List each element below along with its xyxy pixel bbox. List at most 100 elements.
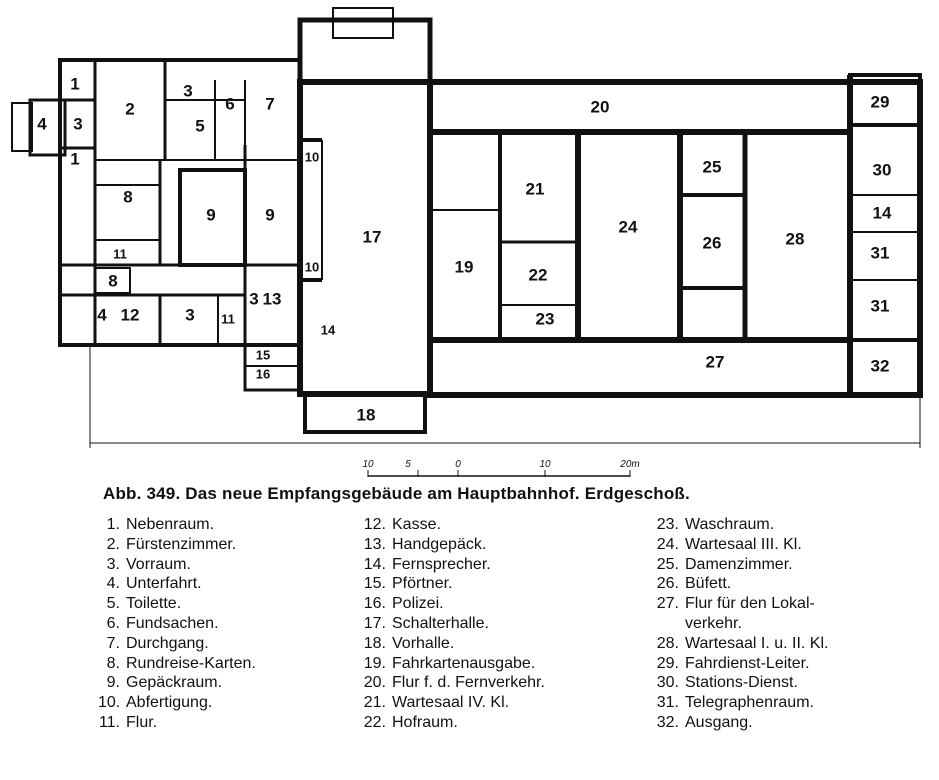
room-label: 19	[455, 257, 474, 276]
room-label: 30	[873, 160, 892, 179]
room-label: 3	[73, 114, 82, 133]
scale-label: 0	[455, 459, 461, 470]
legend-label: Kasse.	[392, 516, 441, 533]
legend-item: 19.Fahrkartenausgabe.	[362, 654, 545, 674]
room-label: 14	[873, 203, 892, 222]
legend-number: 16.	[363, 595, 386, 613]
legend-label: Gepäckraum.	[126, 674, 223, 692]
legend-item: 4.Unterfahrt.	[98, 574, 256, 594]
legend-label: Fürstenzimmer.	[126, 535, 237, 553]
legend-item: 26. Büfett.	[655, 574, 828, 594]
legend-number: 24.	[656, 535, 679, 553]
legend-label: Telegraphenraum.	[685, 694, 814, 712]
room-label: 14	[321, 322, 336, 337]
legend-number: 23.	[656, 516, 679, 533]
room-label: 15	[256, 347, 270, 362]
legend-number: 19.	[363, 654, 386, 672]
room-label: 32	[871, 356, 890, 375]
legend-label: Damenzimmer.	[685, 555, 793, 573]
legend-column-1: 1. Nebenraum. 2. Fürstenzimmer. 3.Vorraum.4.…	[98, 515, 256, 733]
room-label: 12	[121, 305, 140, 324]
legend-item: 21. Wartesaal IV. Kl.	[362, 693, 545, 713]
legend-item: 3.Vorraum.	[98, 555, 256, 575]
legend-number: 17.	[363, 614, 386, 632]
legend-number: 30.	[656, 674, 679, 692]
legend-label: Wartesaal I. u. II. Kl.	[685, 634, 829, 652]
room-label: 21	[526, 179, 545, 198]
room-label: 7	[265, 94, 274, 113]
legend-number: 11.	[98, 713, 120, 731]
legend-item: 5. Toilette.	[98, 594, 256, 614]
legend-item: 18.Vorhalle.	[362, 634, 545, 654]
room-label: 1	[70, 74, 79, 93]
legend-item: 10.Abfertigung.	[98, 693, 256, 713]
legend-number: 8.	[106, 654, 120, 672]
room-label: 4	[97, 305, 107, 324]
legend-label-continuation: verkehr.	[685, 614, 742, 632]
legend-item: 7.Durchgang.	[98, 634, 256, 654]
legend-item: 23.Waschraum.	[655, 515, 828, 535]
room-label: 3	[249, 289, 258, 308]
room-label: 31	[871, 243, 890, 262]
legend-label: Toilette.	[126, 595, 182, 613]
legend-label: Fahrdienst-Leiter.	[685, 654, 810, 672]
legend-label: Durchgang.	[126, 634, 209, 652]
room-label: 20	[591, 97, 610, 116]
room-label: 2	[125, 99, 134, 118]
legend-number: 20.	[363, 674, 386, 692]
legend-number: 4.	[106, 575, 120, 593]
legend-label: Fernsprecher.	[392, 555, 491, 573]
legend-label: Polizei.	[392, 595, 444, 613]
legend-item: 31.Telegraphenraum.	[655, 693, 828, 713]
legend-number: 22.	[363, 713, 386, 731]
legend-number: 1.	[106, 516, 120, 533]
legend-label: Fundsachen.	[126, 614, 219, 632]
legend-item: 9. Gepäckraum.	[98, 673, 256, 693]
scale-label: 10	[362, 459, 374, 470]
room-label: 3	[185, 305, 194, 324]
legend-number: 26.	[656, 575, 679, 593]
legend-number: 32.	[656, 713, 679, 731]
legend-number: 14.	[363, 555, 386, 573]
room-label: 24	[619, 217, 638, 236]
legend-number: 12.	[363, 516, 386, 533]
legend-item: 25.Damenzimmer.	[655, 555, 828, 575]
room-label: 25	[703, 157, 722, 176]
legend-label: Pförtner.	[392, 575, 453, 593]
legend-label: Büfett.	[685, 575, 732, 593]
scale-label: 20m	[619, 459, 639, 470]
room-label: 11	[113, 246, 127, 261]
walls	[11, 7, 923, 448]
legend-item: 24.Wartesaal III. Kl.	[655, 535, 828, 555]
legend-number: 5.	[106, 595, 120, 613]
room-label: 10	[305, 259, 319, 274]
legend-label: Wartesaal IV. Kl.	[392, 694, 510, 712]
legend-number: 13.	[363, 535, 386, 553]
legend-item: 8.Rundreise-Karten.	[98, 654, 256, 674]
room-label: 9	[206, 205, 215, 224]
legend-item: 17.Schalterhalle.	[362, 614, 545, 634]
room-label: 11	[221, 311, 235, 326]
room-label: 8	[108, 271, 117, 290]
room-label: 10	[305, 149, 319, 164]
legend-label: Flur.	[126, 713, 158, 731]
room-label: 1	[70, 149, 79, 168]
legend-number: 21.	[363, 694, 386, 712]
floor-plan: 10 5 0 10 20m 1 1 3 4 2 3 5 6 7 8 9 9 10…	[11, 7, 923, 477]
legend-item: 15.Pförtner.	[362, 574, 545, 594]
legend-label: Nebenraum.	[126, 516, 215, 533]
room-label: 16	[256, 366, 270, 381]
legend-item: 12. Kasse.	[362, 515, 545, 535]
room-label: 18	[357, 405, 376, 424]
legend-number: 9.	[106, 674, 120, 692]
legend-label: Ausgang.	[685, 713, 753, 731]
room-label: 5	[195, 116, 204, 135]
legend-column-3: 23.Waschraum.24.Wartesaal III. Kl.25.Dam…	[655, 515, 829, 733]
legend-item: 20.Flur f. d. Fernverkehr.	[362, 673, 545, 693]
legend-number: 2.	[106, 535, 120, 553]
legend-label: Vorraum.	[126, 555, 191, 573]
room-label: 4	[37, 114, 47, 133]
room-label: 8	[123, 187, 132, 206]
scale-bar: 10 5 0 10 20m	[362, 459, 640, 477]
legend-item: 30.Stations-Dienst.	[655, 673, 828, 693]
